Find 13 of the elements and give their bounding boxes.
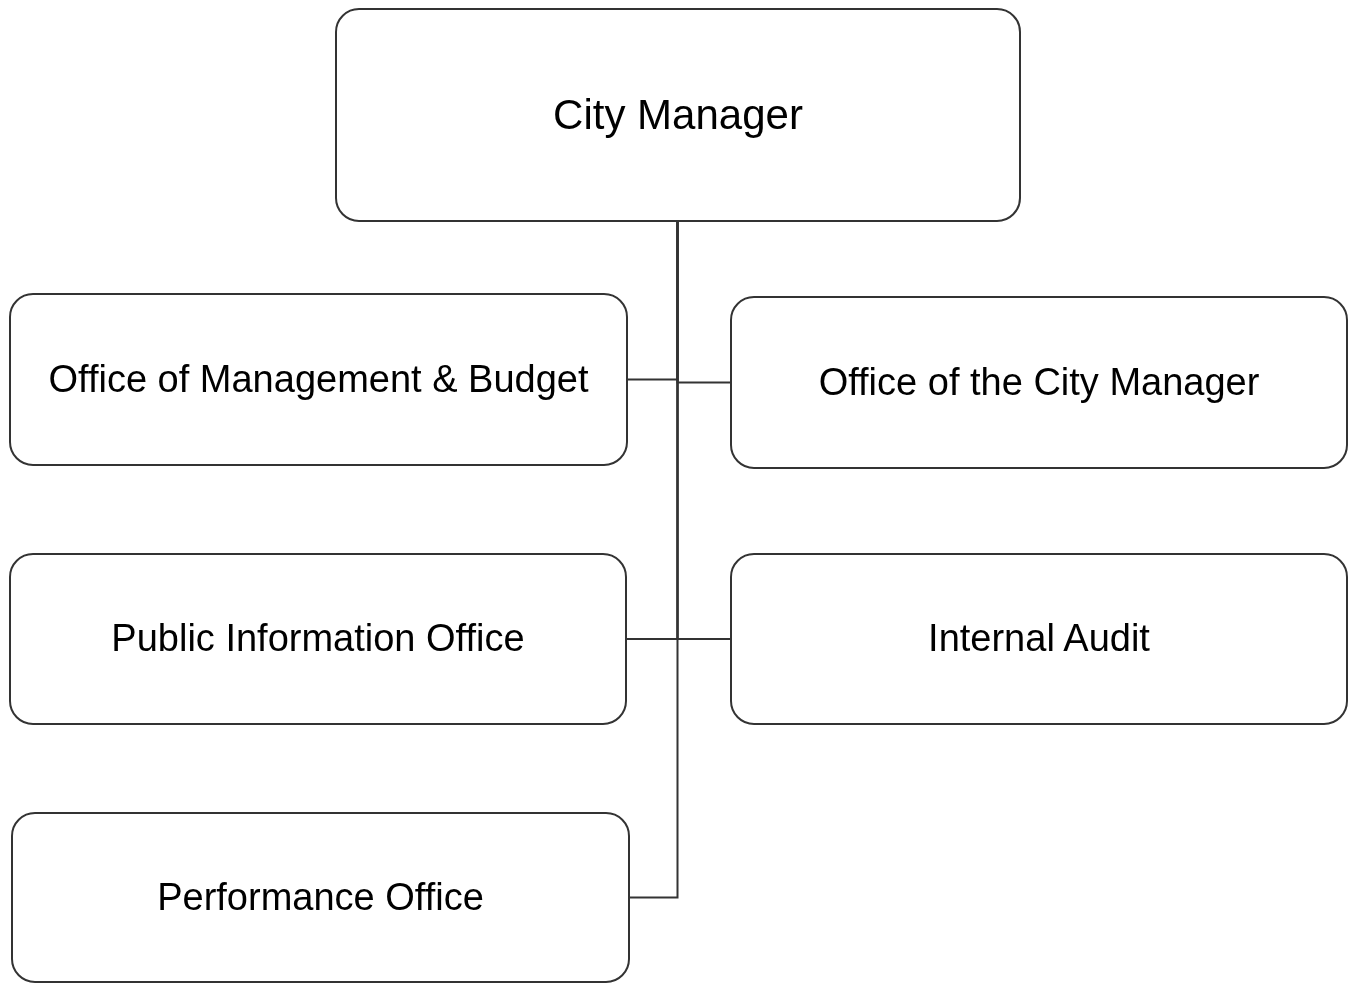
box-label: Internal Audit: [928, 616, 1150, 662]
box-label: Office of the City Manager: [818, 359, 1260, 405]
connector-line: [629, 221, 679, 899]
box-label: Performance Office: [157, 874, 484, 920]
org-box: [11, 812, 630, 983]
org-box: [730, 553, 1348, 725]
org-box: [730, 296, 1348, 469]
org-box: [9, 293, 628, 466]
box-label: City Manager: [553, 89, 803, 140]
box-label: Public Information Office: [111, 616, 525, 662]
org-box: [335, 8, 1021, 222]
box-label: Office of Management & Budget: [48, 356, 589, 402]
org-box: [9, 553, 627, 725]
